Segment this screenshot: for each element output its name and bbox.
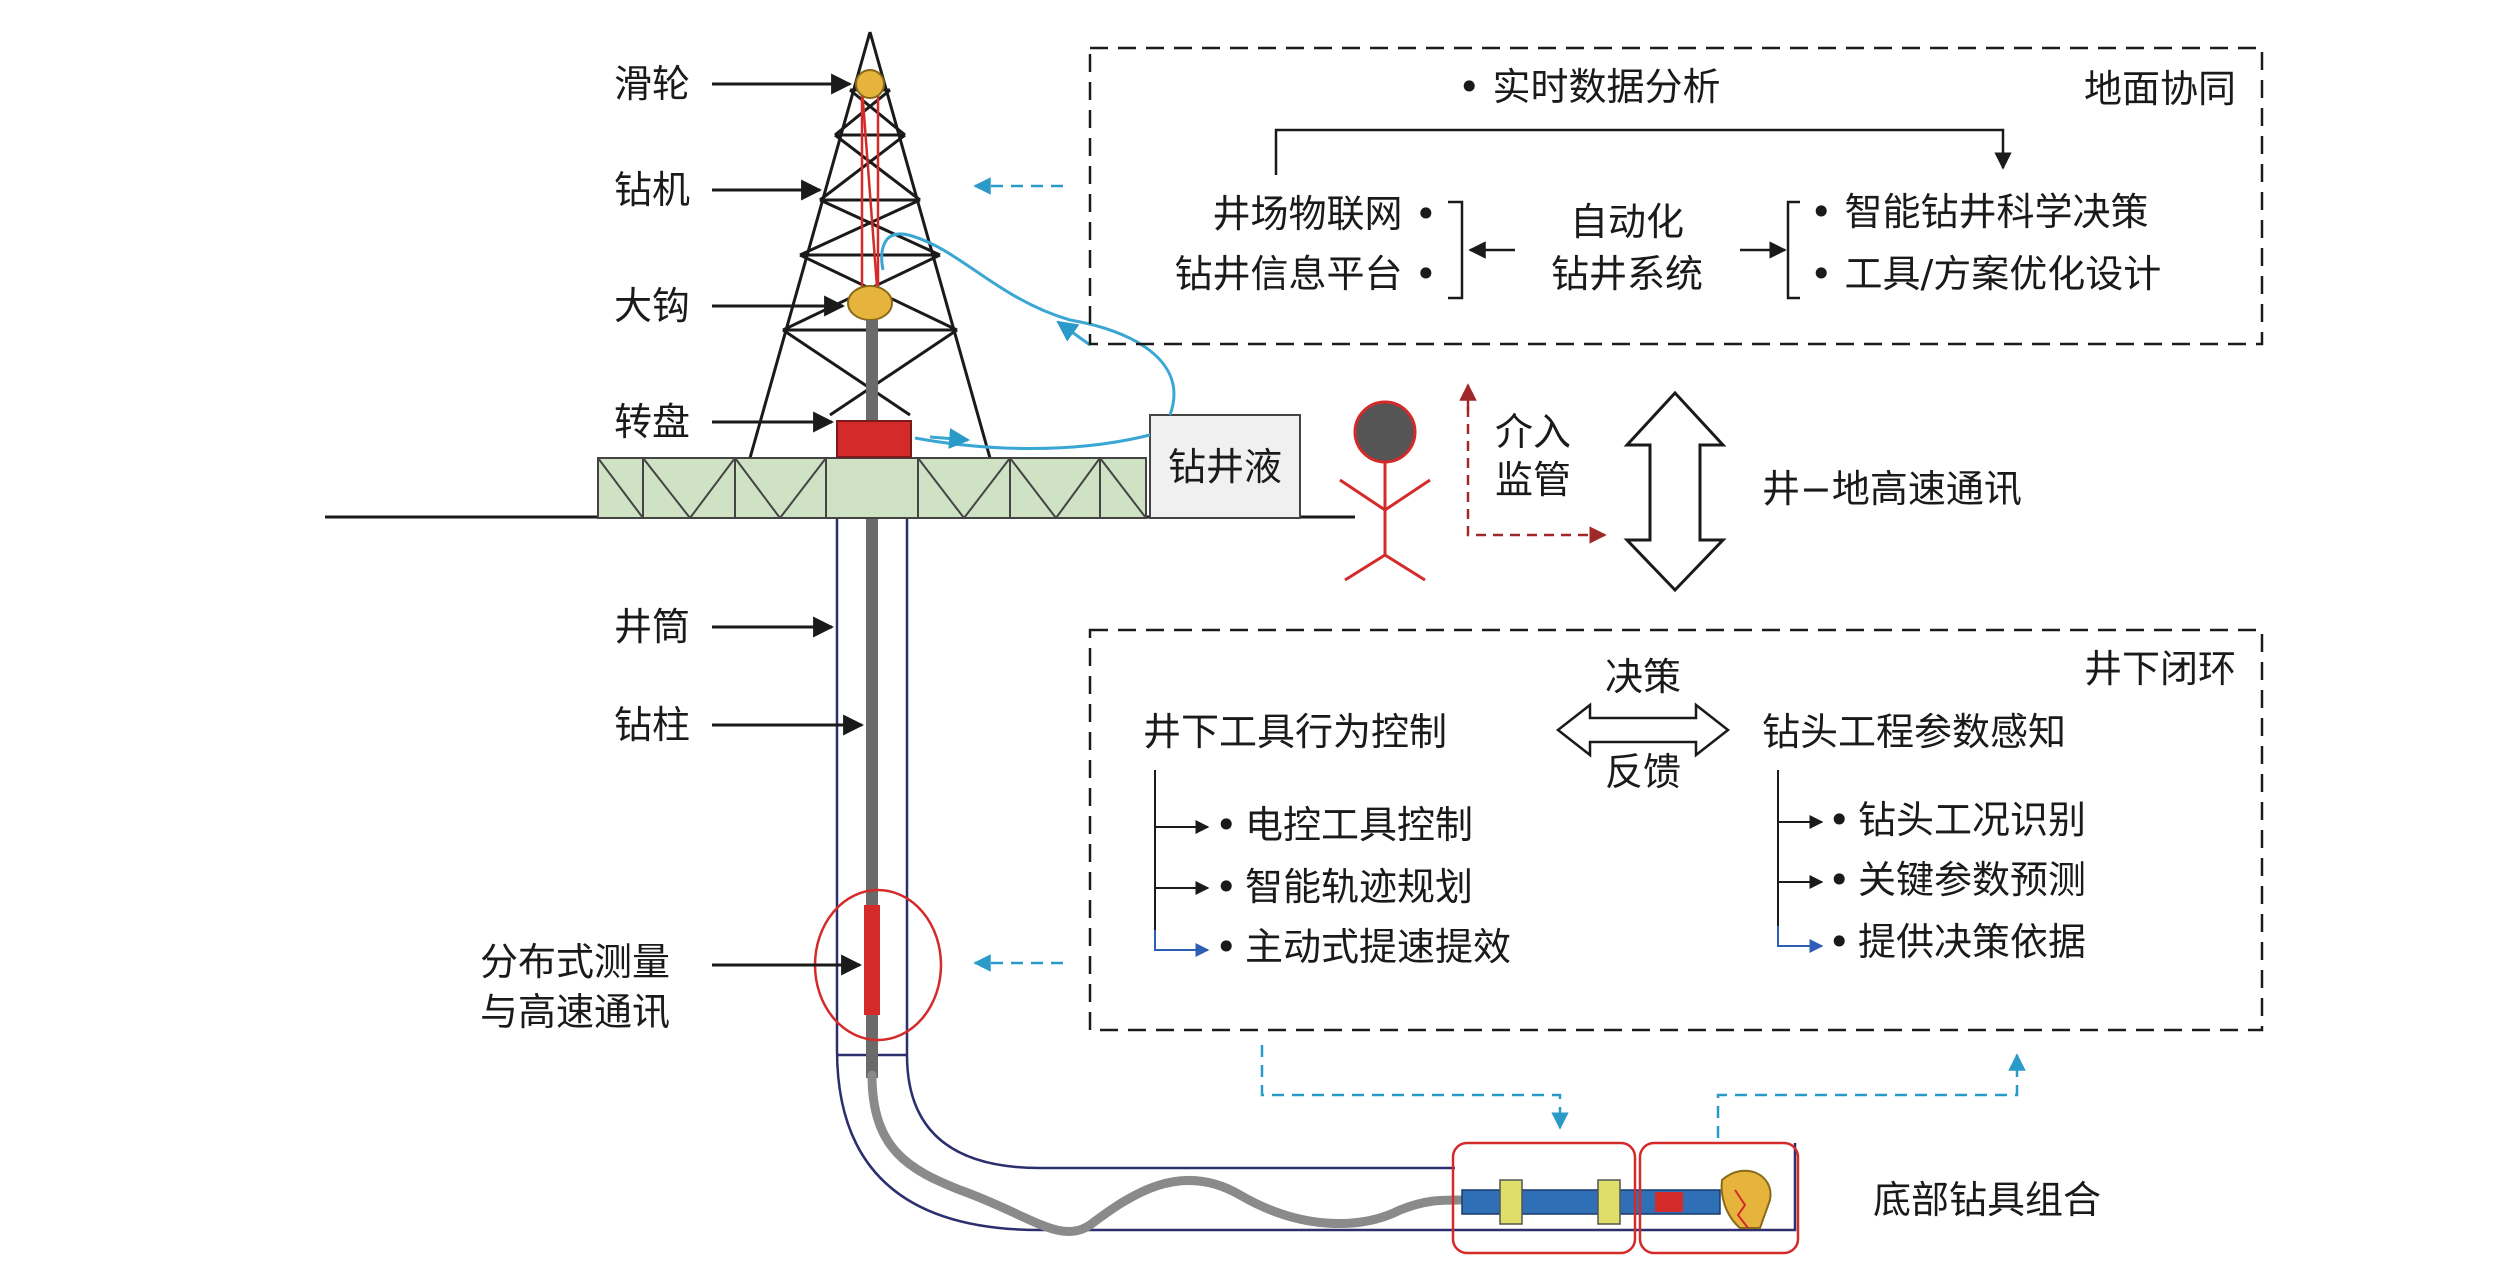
- surface-left-item-1: 井场物联网 •: [1213, 192, 1438, 236]
- bha-tool: [1451, 1141, 1800, 1255]
- mud-flow-arrow-up: [1056, 320, 1091, 347]
- feedback-label: 反馈: [1605, 750, 1681, 794]
- left-bullet-1: •: [1215, 803, 1237, 847]
- right-bullet-2: •: [1828, 858, 1850, 902]
- label-rig: 钻机: [614, 168, 690, 212]
- comm-double-arrow: [1623, 390, 1727, 593]
- left-bullet-2: •: [1215, 865, 1237, 909]
- downhole-right-item-1: 钻头工况识别: [1858, 798, 2086, 842]
- surface-left-item-2: 钻井信息平台 •: [1175, 252, 1438, 296]
- decision-feedback-arrow: [1555, 702, 1731, 758]
- surface-top-item: • 实时数据分析: [1458, 65, 1721, 109]
- intervene-label-2: 监管: [1495, 458, 1571, 502]
- rig-platform: [597, 457, 1147, 519]
- intervene-arrow: [1466, 390, 1607, 544]
- label-distributed-1: 分布式测量: [480, 940, 670, 984]
- surface-right-item-2: • 工具/方案优化设计: [1810, 252, 2161, 296]
- supervisor-person: [1339, 400, 1431, 582]
- surface-left-bracket: [1448, 200, 1464, 300]
- drill-string-curve: [867, 1070, 1465, 1237]
- pulley: [855, 69, 885, 99]
- surface-box: 地面协同 • 实时数据分析 井场物联网 • 钻井信息平台 • 自动化 钻井系统 …: [1088, 46, 2264, 346]
- surface-right-item-1: • 智能钻井科学决策: [1810, 190, 2149, 234]
- decision-label: 决策: [1605, 655, 1681, 699]
- derrick: [748, 31, 992, 459]
- right-bullet-1: •: [1828, 798, 1850, 842]
- comm-label: 井−地高速通讯: [1762, 467, 2022, 511]
- label-bha: 底部钻具组合: [1873, 1178, 2101, 1222]
- label-pulley: 滑轮: [614, 62, 690, 106]
- downhole-left-item-3: 主动式提速提效: [1245, 925, 1511, 969]
- downhole-left-item-2: 智能轨迹规划: [1245, 865, 1473, 909]
- surface-right-bracket: [1786, 200, 1800, 300]
- drilling-rig: 钻井液: [325, 31, 1800, 1255]
- downhole-left-title: 井下工具行为控制: [1143, 710, 1447, 754]
- distributed-sensor: [864, 905, 880, 1015]
- downhole-right-item-3: 提供决策依据: [1858, 920, 2086, 964]
- surface-box-title: 地面协同: [2084, 67, 2236, 111]
- bha-to-downhole-arrow: [1716, 1053, 2026, 1138]
- label-wellbore: 井筒: [614, 605, 690, 649]
- bha-highlight-left: [1451, 1141, 1637, 1255]
- surface-feedback-arrow: [1274, 128, 2012, 175]
- downhole-left-item-1: 电控工具控制: [1245, 803, 1473, 847]
- label-hook: 大钩: [614, 284, 690, 328]
- bha-highlight-right: [1638, 1141, 1800, 1255]
- mud-box-label: 钻井液: [1168, 445, 1282, 489]
- mud-box: [1149, 414, 1301, 519]
- mud-line-bottom: [914, 433, 1151, 450]
- hoist-cable: [860, 87, 880, 301]
- surface-center-2: 钻井系统: [1551, 252, 1703, 296]
- label-distributed-2: 与高速通讯: [480, 990, 670, 1034]
- left-bullet-3: •: [1215, 925, 1237, 969]
- label-drill-string: 钻柱: [614, 703, 690, 747]
- surface-center-1: 自动化: [1570, 200, 1684, 244]
- downhole-to-bha-arrow: [1260, 1045, 1569, 1130]
- downhole-right-title: 钻头工程参数感知: [1762, 710, 2066, 754]
- person-head: [1353, 400, 1417, 464]
- label-rotary-table: 转盘: [614, 400, 690, 444]
- downhole-box-title: 井下闭环: [2084, 647, 2236, 691]
- right-bullet-3: •: [1828, 920, 1850, 964]
- hook: [847, 285, 893, 321]
- rotary-table: [836, 420, 912, 458]
- intervene-label-1: 介入: [1495, 410, 1571, 454]
- downhole-box: 井下闭环 井下工具行为控制 钻头工程参数感知 决策 反馈 • • • 电控工具控…: [1088, 628, 2264, 1032]
- downhole-right-item-2: 关键参数预测: [1858, 858, 2086, 902]
- mud-line-top: [880, 232, 1176, 416]
- mud-flow-arrow-right: [929, 428, 971, 449]
